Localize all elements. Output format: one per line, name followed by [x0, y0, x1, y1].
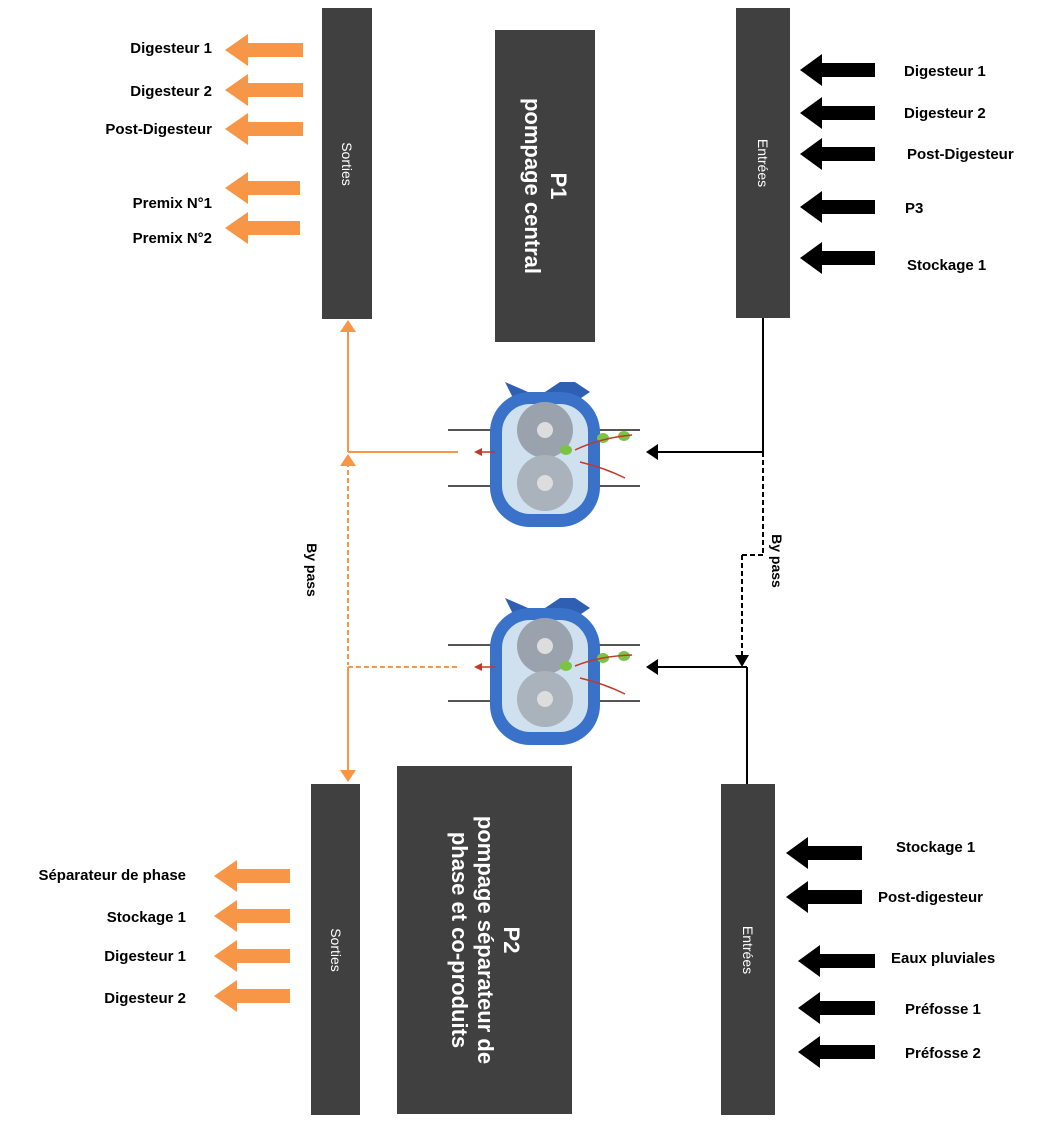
p2-input-label-4: Préfosse 1 — [905, 1001, 981, 1018]
p2-input-arrow-4 — [798, 992, 875, 1024]
p1-inputs-box: Entrées — [736, 8, 790, 318]
p1-output-arrow-1 — [225, 34, 303, 66]
p2-inputs-label: Entrées — [740, 925, 756, 974]
p1-input-label-2: Digesteur 2 — [904, 105, 986, 122]
p2-input-arrows — [786, 837, 875, 1068]
p2-output-label-4: Digesteur 2 — [104, 990, 186, 1007]
p2-output-arrow-4 — [214, 980, 290, 1012]
p2-output-arrows — [214, 860, 290, 1012]
p2-input-arrow-5 — [798, 1036, 875, 1068]
p1-output-arrow-2 — [225, 74, 303, 106]
black-manifold — [646, 318, 764, 785]
bypass-right-label: By pass — [768, 534, 785, 588]
p2-input-arrow-1 — [786, 837, 862, 869]
p1-input-label-3: Post-Digesteur — [907, 146, 1014, 163]
p2-input-label-3: Eaux pluviales — [891, 950, 996, 967]
p2-pump-box: P2 pompage séparateur de phase et co-pro… — [397, 766, 572, 1114]
p2-outputs-box: Sorties — [311, 784, 360, 1115]
p1-input-arrow-2 — [800, 97, 875, 129]
p2-output-arrow-3 — [214, 940, 290, 972]
p2-input-arrow-3 — [798, 945, 875, 977]
p2-input-arrow-2 — [786, 881, 862, 913]
p1-outputs-box: Sorties — [322, 8, 372, 319]
p2-outputs-label: Sorties — [327, 927, 344, 972]
p1-pump-box: P1 pompage central — [495, 30, 595, 342]
p1-outputs-label: Sorties — [339, 141, 355, 186]
p1-subtitle: pompage central — [520, 97, 545, 275]
p1-input-arrow-1 — [800, 54, 875, 86]
p1-output-label-4: Premix N°1 — [132, 195, 212, 212]
p1-input-label-4: P3 — [905, 200, 924, 217]
p2-output-label-2: Stockage 1 — [106, 909, 186, 926]
p1-input-arrow-5 — [800, 242, 875, 274]
p1-output-arrow-4 — [225, 172, 300, 204]
pump-1-icon — [448, 382, 640, 527]
p2-output-arrow-2 — [214, 900, 290, 932]
p2-output-arrow-1 — [214, 860, 290, 892]
orange-manifold — [340, 320, 458, 782]
p1-output-label-3: Post-Digesteur — [105, 121, 212, 138]
p1-output-arrows — [225, 34, 303, 244]
pump-2-icon — [448, 598, 640, 745]
p2-output-label-3: Digesteur 1 — [104, 948, 186, 965]
p2-subtitle: pompage séparateur de phase et co-produi… — [446, 815, 498, 1065]
p2-input-label-5: Préfosse 2 — [905, 1045, 981, 1062]
p1-output-label-5: Premix N°2 — [132, 230, 212, 247]
bypass-left-label: By pass — [303, 543, 320, 597]
p1-input-label-1: Digesteur 1 — [904, 63, 986, 80]
p2-pump-title-block: P2 pompage séparateur de phase et co-pro… — [446, 790, 524, 1090]
p2-input-label-1: Stockage 1 — [896, 839, 976, 856]
p1-output-arrow-3 — [225, 113, 303, 145]
p1-output-label-2: Digesteur 2 — [130, 83, 212, 100]
p1-pump-title-block: P1 pompage central — [519, 41, 571, 331]
p2-inputs-box: Entrées — [721, 784, 775, 1115]
p2-title: P2 — [498, 926, 524, 954]
p1-input-arrows — [800, 54, 875, 274]
p1-output-arrow-5 — [225, 212, 300, 244]
p1-title: P1 — [546, 172, 571, 200]
p1-inputs-label: Entrées — [755, 138, 771, 188]
p2-input-label-2: Post-digesteur — [878, 889, 984, 906]
p1-input-arrow-4 — [800, 191, 875, 223]
p2-output-label-1: Séparateur de phase — [38, 867, 186, 884]
p1-input-label-5: Stockage 1 — [907, 257, 987, 274]
p1-output-label-1: Digesteur 1 — [130, 40, 212, 57]
p1-input-arrow-3 — [800, 138, 875, 170]
